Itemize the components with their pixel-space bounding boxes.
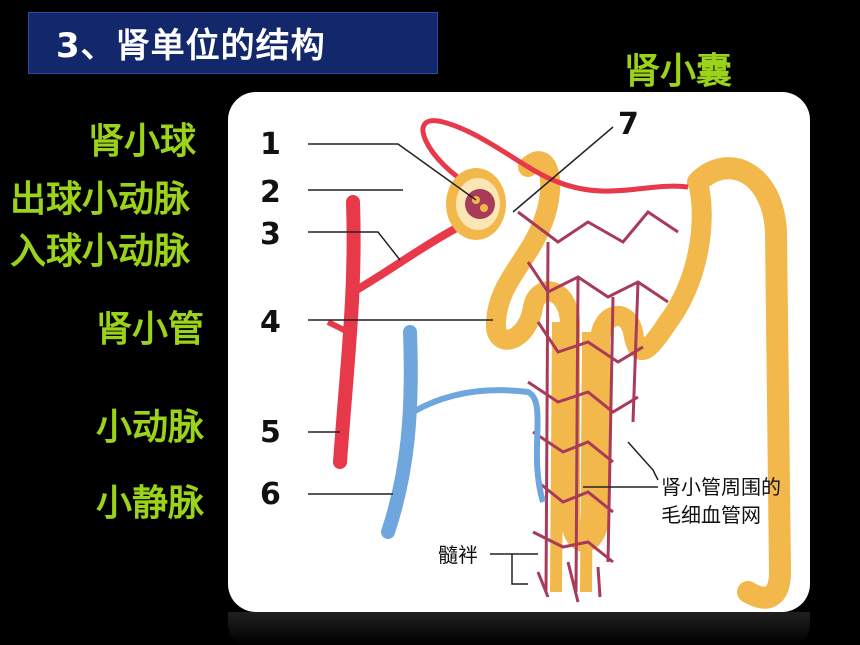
loop-of-henle xyxy=(550,321,594,593)
leader-lines xyxy=(308,126,659,585)
nephron-diagram-panel: 1 2 3 4 5 6 7 肾小管周围的 毛细血管网 髓袢 xyxy=(228,92,810,612)
peritubular-capillary-network xyxy=(517,210,679,603)
loop-of-henle-label: 髓袢 xyxy=(438,543,478,567)
number-7: 7 xyxy=(618,107,639,142)
label-arteriole: 小动脉 xyxy=(96,407,205,448)
label-glomerulus: 肾小球 xyxy=(88,121,197,162)
artery xyxy=(333,195,361,469)
number-1: 1 xyxy=(260,127,281,162)
panel-reflection xyxy=(228,612,810,645)
page-title: 3、肾单位的结构 xyxy=(56,26,326,66)
label-bowman-capsule: 肾小囊 xyxy=(624,51,733,92)
label-efferent-arteriole: 出球小动脉 xyxy=(10,179,191,220)
renal-tubule-loop xyxy=(486,151,712,552)
label-afferent-arteriole: 入球小动脉 xyxy=(10,231,191,272)
number-4: 4 xyxy=(260,305,281,340)
title-banner xyxy=(28,12,438,74)
capillary-network-label-line1: 肾小管周围的 xyxy=(661,475,781,499)
number-3: 3 xyxy=(260,217,281,252)
number-5: 5 xyxy=(260,415,281,450)
label-venule: 小静脉 xyxy=(96,483,205,524)
number-2: 2 xyxy=(260,175,281,210)
vein xyxy=(381,325,418,539)
collecting-tubule xyxy=(687,157,792,609)
label-renal-tubule: 肾小管 xyxy=(96,309,205,350)
efferent-arteriole xyxy=(420,118,689,194)
renal-corpuscle xyxy=(446,168,506,240)
capillary-network-label-line2: 毛细血管网 xyxy=(661,503,761,527)
number-6: 6 xyxy=(260,477,281,512)
nephron-diagram: 1 2 3 4 5 6 7 肾小管周围的 毛细血管网 髓袢 xyxy=(260,107,792,609)
